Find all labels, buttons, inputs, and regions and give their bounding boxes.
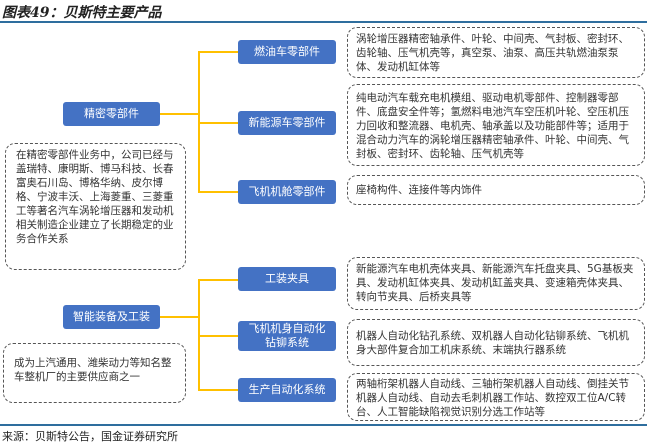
aircraft-cabin-parts-desc: 座椅构件、连接件等内饰件 (347, 175, 645, 205)
item-aircraft-cabin-parts: 飞机机舱零部件 (238, 180, 336, 204)
connector (198, 279, 200, 390)
fixtures-desc: 新能源汽车电机壳体夹具、新能源汽车托盘夹具、5G基板夹具、发动机缸体夹具、发动机… (347, 257, 645, 310)
connector (198, 122, 238, 124)
category-precision-parts: 精密零部件 (63, 102, 160, 126)
figure-title: 图表49：贝斯特主要产品 (2, 5, 162, 21)
connector (198, 389, 238, 391)
production-automation-desc: 两轴桁架机器人自动线、三轴桁架机器人自动线、倒挂关节机器人自动线、自动去毛刺机器… (347, 373, 645, 421)
item-fuel-vehicle-parts: 燃油车零部件 (238, 40, 336, 64)
bottom-rule (0, 424, 647, 426)
aircraft-riveting-system-desc: 机器人自动化钻孔系统、双机器人自动化钻铆系统、飞机机身大部件复合加工机床系统、末… (347, 319, 645, 366)
connector (160, 316, 200, 318)
fuel-vehicle-parts-desc: 涡轮增压器精密轴承件、叶轮、中间壳、气封板、密封环、齿轮轴、压气机壳等，真空泵、… (347, 27, 645, 78)
connector (198, 335, 238, 337)
source-note: 来源：贝斯特公告，国金证券研究所 (2, 430, 178, 443)
connector (160, 113, 200, 115)
category-smart-equipment: 智能装备及工装 (63, 305, 160, 329)
smart-equipment-note: 成为上汽通用、潍柴动力等知名整车整机厂的主要供应商之一 (3, 343, 186, 403)
nev-parts-desc: 纯电动汽车载充电机模组、驱动电机零部件、控制器零部件、底盘安全件等；氢燃料电池汽… (347, 84, 645, 166)
connector (198, 51, 238, 53)
connector (198, 191, 238, 193)
precision-parts-note: 在精密零部件业务中，公司已经与盖瑞特、康明斯、博马科技、长春富奥石川岛、博格华纳… (5, 143, 186, 270)
item-nev-parts: 新能源车零部件 (238, 111, 336, 135)
top-rule (0, 21, 647, 23)
item-fixtures: 工装夹具 (238, 267, 336, 291)
connector (198, 279, 238, 281)
item-aircraft-riveting-system: 飞机机身自动化钻铆系统 (238, 321, 336, 351)
item-production-automation: 生产自动化系统 (238, 378, 336, 402)
